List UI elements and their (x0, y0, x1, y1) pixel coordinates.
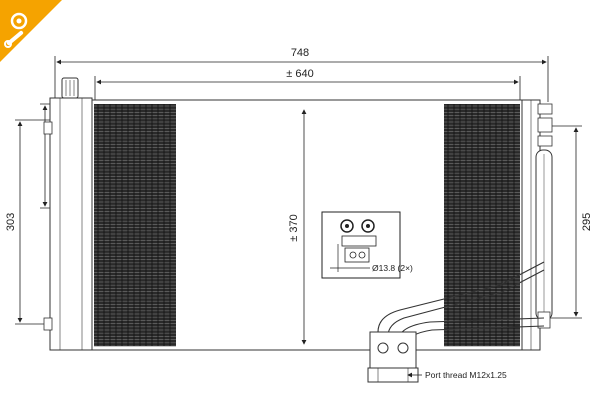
port-icon (377, 342, 389, 354)
dim-core-height: ± 370 (288, 109, 307, 345)
connection-block (367, 331, 419, 383)
easyfit-label: easyfit (25, 33, 50, 58)
flange-port-icon (340, 219, 354, 233)
fin-block (444, 104, 520, 346)
right-top-fittings (537, 103, 553, 147)
dim-303-label: 303 (5, 213, 17, 231)
left-header-tank (49, 97, 93, 351)
left-mount-pins (43, 121, 53, 331)
dim-640-label: ± 640 (286, 68, 313, 80)
dim-748-label: 748 (291, 47, 309, 59)
port-icon (397, 342, 409, 354)
dim-370-label: ± 370 (288, 214, 300, 241)
easyfit-badge: easyfit (0, 0, 62, 62)
filler-cap (61, 77, 79, 99)
flange-detail-inset: Ø13.8 (2×) (321, 211, 413, 279)
diameter-note: Ø13.8 (2×) (372, 263, 413, 273)
dim-overall-width: 748 (54, 47, 549, 102)
port-thread-label: Port thread M12x1.25 (425, 370, 507, 380)
dim-right-height: 295 (548, 125, 593, 319)
core-fins-left (94, 104, 176, 347)
flange-port-icon (361, 219, 375, 233)
dim-core-width: ± 640 (94, 68, 521, 102)
wrench-gear-icon (4, 12, 28, 48)
receiver-dryer (535, 149, 553, 329)
core-fins-right (444, 104, 520, 347)
port-thread-callout: Port thread M12x1.25 (407, 370, 507, 380)
dim-295-label: 295 (581, 213, 593, 231)
